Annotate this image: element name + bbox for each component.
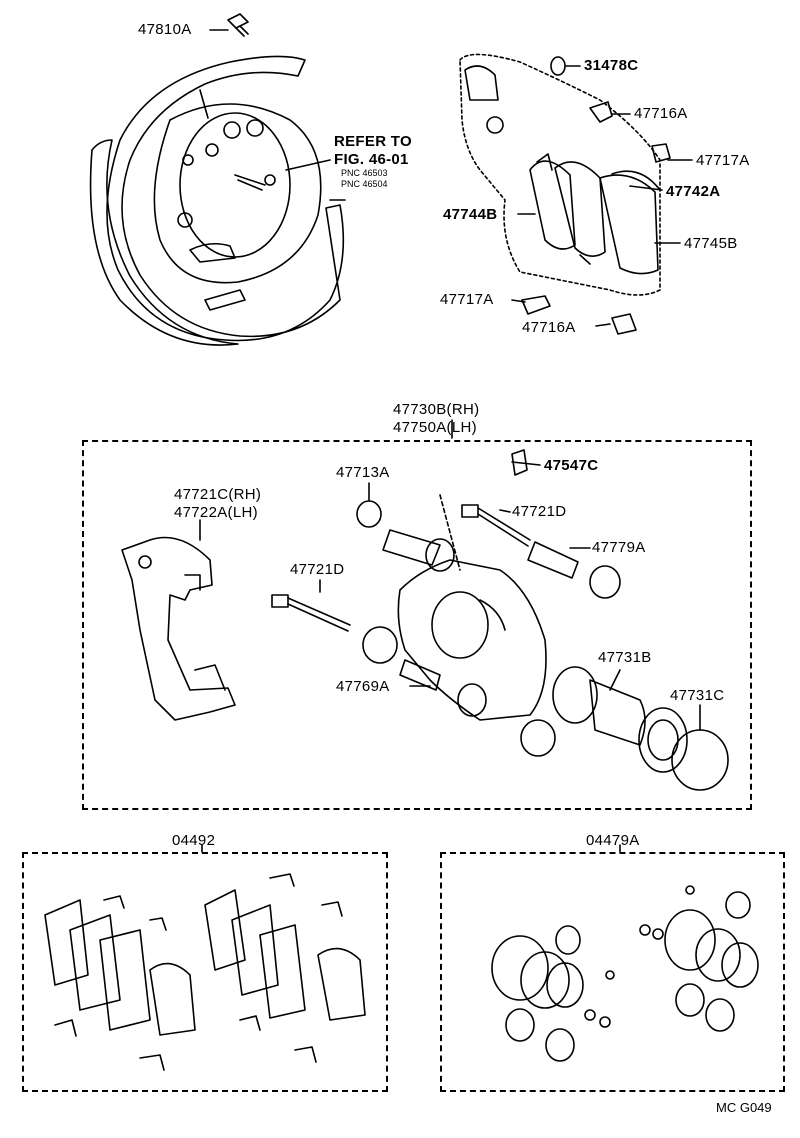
bracket-rh-number: 47721C — [174, 486, 229, 503]
part-label-47717a-bottom[interactable]: 47717A — [440, 291, 494, 308]
dust-shield-drawing — [89, 55, 346, 346]
part-label-47547c[interactable]: 47547C — [544, 457, 599, 474]
refer-fig-link[interactable]: FIG. 46-01 — [334, 151, 409, 168]
part-label-47769a[interactable]: 47769A — [336, 678, 390, 695]
part-label-47716a-top[interactable]: 47716A — [634, 105, 688, 122]
part-label-04479a[interactable]: 04479A — [586, 832, 640, 849]
part-label-47722a[interactable]: 47722A(LH) — [174, 505, 258, 520]
part-label-31478c[interactable]: 31478C — [584, 57, 639, 74]
part-label-47716a-bottom[interactable]: 47716A — [522, 319, 576, 336]
seal-kit-box — [440, 852, 785, 1092]
part-label-47717a-top[interactable]: 47717A — [696, 152, 750, 169]
pnc-46503: PNC 46503 — [341, 168, 388, 178]
bolt-47810a-drawing — [209, 13, 249, 37]
part-label-47742a[interactable]: 47742A — [666, 183, 721, 200]
assy-rh-suffix: (RH) — [446, 401, 480, 418]
part-label-47744b[interactable]: 47744B — [443, 206, 498, 223]
figure-code: MC G049 — [716, 1100, 772, 1115]
part-label-04492[interactable]: 04492 — [172, 832, 216, 849]
bracket-rh-suffix: (RH) — [228, 486, 262, 503]
part-label-47731c[interactable]: 47731C — [670, 687, 725, 704]
assy-lh-number: 47750A — [393, 419, 447, 436]
part-label-47745b[interactable]: 47745B — [684, 235, 738, 252]
refer-leader-line — [285, 159, 331, 171]
pnc-46504: PNC 46504 — [341, 179, 388, 189]
assy-rh-number: 47730B — [393, 401, 447, 418]
part-label-47750a[interactable]: 47750A(LH) — [393, 420, 477, 435]
part-label-47779a[interactable]: 47779A — [592, 539, 646, 556]
seal-kit-drawing — [491, 885, 759, 1062]
refer-to-text: REFER TO — [334, 133, 412, 150]
bracket-lh-number: 47722A — [174, 504, 228, 521]
part-label-47810a[interactable]: 47810A — [138, 21, 192, 38]
part-label-47713a[interactable]: 47713A — [336, 464, 390, 481]
pad-set-drawing — [459, 53, 671, 335]
part-label-47731b[interactable]: 47731B — [598, 649, 652, 666]
caliper-assembly-box — [82, 440, 752, 810]
part-label-47721c[interactable]: 47721C(RH) — [174, 487, 261, 502]
part-label-47721d-top[interactable]: 47721D — [512, 503, 567, 520]
pad-kit-box — [22, 852, 388, 1092]
bracket-lh-suffix: (LH) — [227, 504, 258, 521]
pad-kit-drawing — [44, 873, 366, 1071]
part-label-47721d-left[interactable]: 47721D — [290, 561, 345, 578]
caliper-assembly-drawing — [121, 449, 729, 791]
assy-lh-suffix: (LH) — [446, 419, 477, 436]
part-label-47730b[interactable]: 47730B(RH) — [393, 402, 479, 417]
